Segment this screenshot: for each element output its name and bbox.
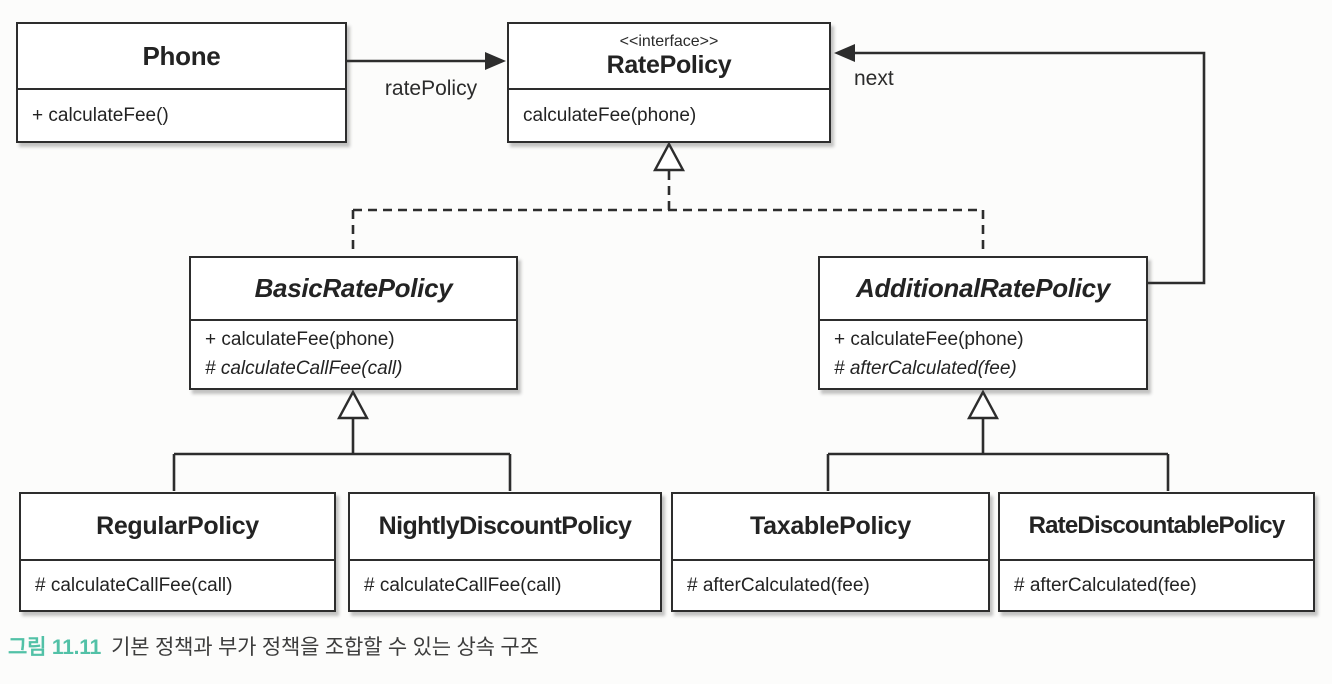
generalization-lines-right xyxy=(826,419,1170,491)
method-label: + calculateFee() xyxy=(32,104,169,126)
class-title-nightlydiscountpolicy: NightlyDiscountPolicy xyxy=(350,494,660,561)
association-label-ratepolicy: ratePolicy xyxy=(384,77,478,100)
class-methods-basicratepolicy: + calculateFee(phone) # calculateCallFee… xyxy=(191,321,516,388)
class-name: RateDiscountablePolicy xyxy=(1028,512,1286,540)
figure-caption: 그림 11.11 기본 정책과 부가 정책을 조합할 수 있는 상속 구조 xyxy=(8,631,539,661)
class-box-ratepolicy: <<interface>> RatePolicy calculateFee(ph… xyxy=(507,22,831,143)
figure-number: 그림 11.11 xyxy=(8,636,102,659)
method-label: # afterCalculated(fee) xyxy=(834,358,1017,379)
class-box-phone: Phone + calculateFee() xyxy=(16,22,347,143)
class-title-regularpolicy: RegularPolicy xyxy=(21,494,334,561)
realization-triangle xyxy=(652,141,686,172)
class-methods-additionalratepolicy: + calculateFee(phone) # afterCalculated(… xyxy=(820,321,1146,388)
generalization-triangle-right xyxy=(966,389,1000,420)
association-label-next: next xyxy=(854,67,894,90)
class-name: BasicRatePolicy xyxy=(254,273,453,304)
generalization-triangle-left xyxy=(336,389,370,420)
method-label: + calculateFee(phone) xyxy=(205,329,395,351)
generalization-lines-left xyxy=(172,419,512,491)
stereotype-label: <<interface>> xyxy=(619,33,719,51)
method-label: # afterCalculated(fee) xyxy=(1014,574,1197,596)
class-name: AdditionalRatePolicy xyxy=(855,273,1111,304)
class-name: Phone xyxy=(142,40,221,71)
class-methods-taxablepolicy: # afterCalculated(fee) xyxy=(673,561,988,610)
figure-caption-text: 기본 정책과 부가 정책을 조합할 수 있는 상속 구조 xyxy=(111,636,539,659)
class-methods-phone: + calculateFee() xyxy=(18,90,345,141)
association-line-next xyxy=(848,51,1206,285)
class-box-additionalratepolicy: AdditionalRatePolicy + calculateFee(phon… xyxy=(818,256,1148,390)
method-label: + calculateFee(phone) xyxy=(834,329,1024,351)
class-box-ratediscountablepolicy: RateDiscountablePolicy # afterCalculated… xyxy=(998,492,1315,612)
class-title-ratepolicy: <<interface>> RatePolicy xyxy=(509,24,829,90)
class-methods-ratepolicy: calculateFee(phone) xyxy=(509,90,829,141)
class-title-taxablepolicy: TaxablePolicy xyxy=(673,494,988,561)
class-title-ratediscountablepolicy: RateDiscountablePolicy xyxy=(1000,494,1313,561)
class-name: NightlyDiscountPolicy xyxy=(378,511,632,540)
method-label: calculateFee(phone) xyxy=(523,104,697,126)
method-label: # calculateCallFee(call) xyxy=(35,574,233,596)
method-label: # afterCalculated(fee) xyxy=(687,574,870,596)
class-title-additionalratepolicy: AdditionalRatePolicy xyxy=(820,258,1146,321)
class-box-basicratepolicy: BasicRatePolicy + calculateFee(phone) # … xyxy=(189,256,518,390)
class-title-phone: Phone xyxy=(18,24,345,90)
class-box-regularpolicy: RegularPolicy # calculateCallFee(call) xyxy=(19,492,336,612)
class-methods-nightlydiscountpolicy: # calculateCallFee(call) xyxy=(350,561,660,610)
class-methods-regularpolicy: # calculateCallFee(call) xyxy=(21,561,334,610)
class-title-basicratepolicy: BasicRatePolicy xyxy=(191,258,516,321)
class-name: RatePolicy xyxy=(606,51,732,80)
realization-lines xyxy=(351,171,985,254)
class-box-nightlydiscountpolicy: NightlyDiscountPolicy # calculateCallFee… xyxy=(348,492,662,612)
class-name: RegularPolicy xyxy=(96,511,259,540)
arrowhead-ratepolicy xyxy=(485,52,506,70)
arrowhead-next xyxy=(834,44,855,62)
method-label: # calculateCallFee(call) xyxy=(364,574,562,596)
class-box-taxablepolicy: TaxablePolicy # afterCalculated(fee) xyxy=(671,492,990,612)
method-label: # calculateCallFee(call) xyxy=(205,358,403,379)
class-name: TaxablePolicy xyxy=(750,511,911,540)
class-methods-ratediscountablepolicy: # afterCalculated(fee) xyxy=(1000,561,1313,610)
